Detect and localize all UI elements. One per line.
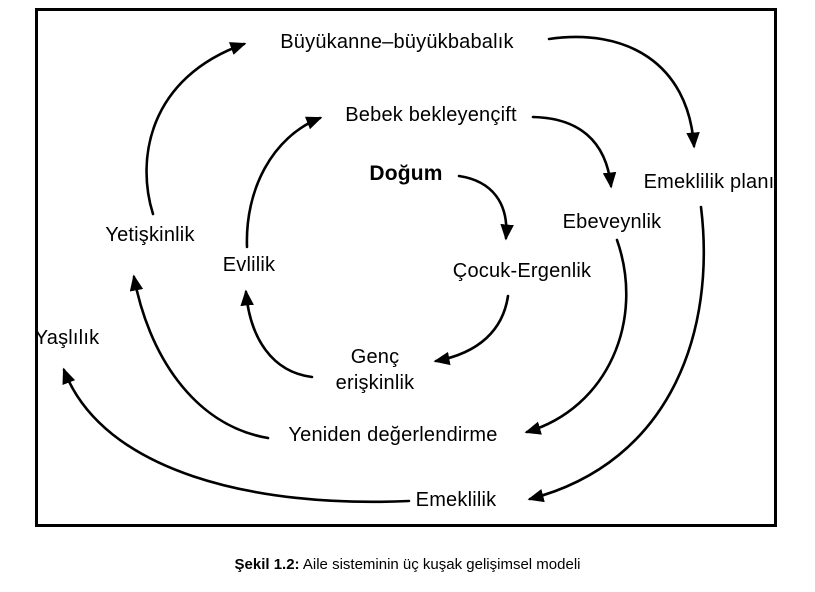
caption-label: Şekil 1.2:	[234, 556, 300, 573]
caption-text: Aile sisteminin üç kuşak gelişimsel mode…	[299, 556, 581, 573]
node-adulthood: Yetişkinlik	[105, 224, 195, 246]
node-birth: Doğum	[369, 162, 443, 185]
node-expecting-couple: Bebek bekleyençift	[345, 104, 517, 126]
node-reevaluation: Yeniden değerlendirme	[288, 424, 498, 446]
node-childhood-adolescence: Çocuk-Ergenlik	[452, 260, 592, 282]
node-grandparenthood: Büyükanne–büyükbabalık	[280, 31, 514, 53]
node-old-age: Yaşlılık	[34, 327, 100, 349]
node-young-adulthood: Genç erişkinlik	[315, 344, 435, 396]
node-retirement: Emeklilik	[415, 489, 497, 511]
node-marriage: Evlilik	[222, 254, 276, 276]
figure-caption: Şekil 1.2: Aile sisteminin üç kuşak geli…	[0, 556, 815, 573]
node-parenthood: Ebeveynlik	[562, 211, 662, 233]
node-retirement-plan: Emeklilik planı	[643, 171, 775, 193]
diagram-border	[35, 8, 777, 527]
node-young-adulthood-line2: erişkinlik	[335, 372, 415, 394]
node-young-adulthood-line1: Genç	[350, 346, 400, 368]
